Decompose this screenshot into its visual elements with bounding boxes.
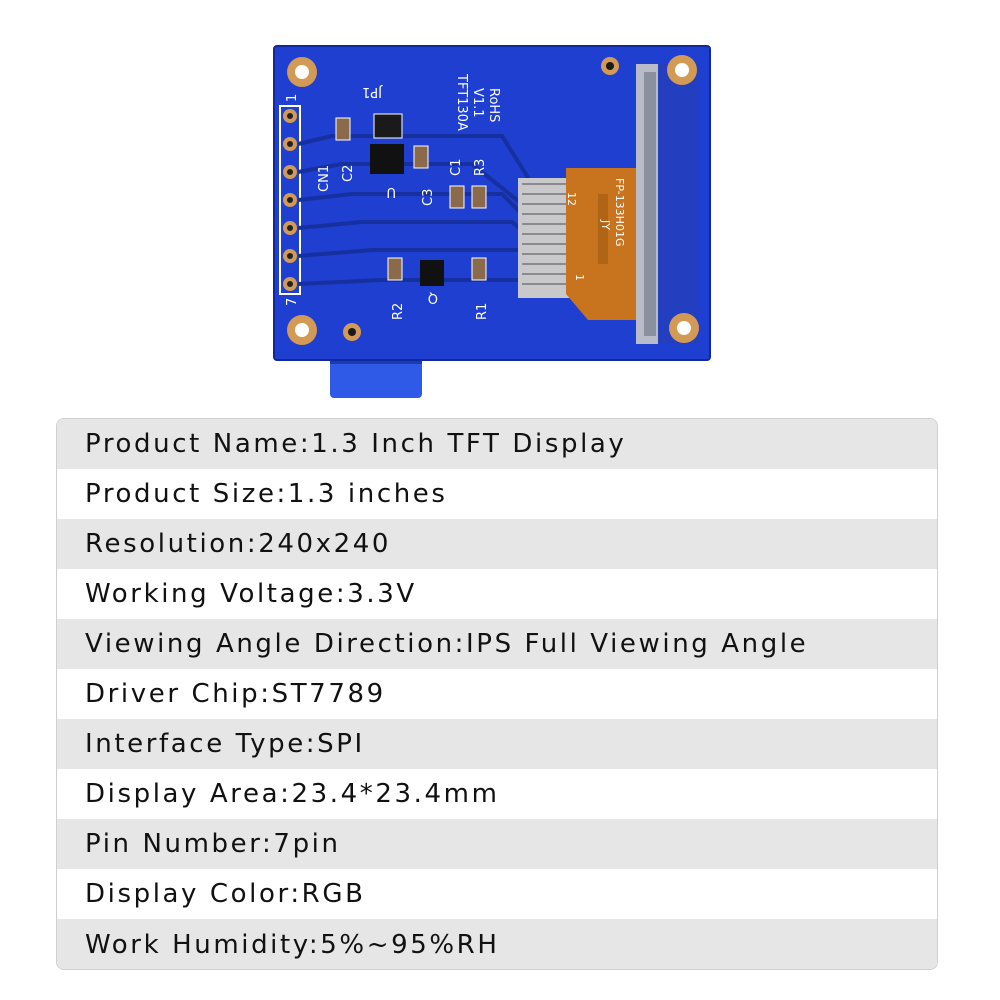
spec-table: Product Name:1.3 Inch TFT Display Produc… [56, 418, 938, 970]
spec-row-driver-chip: Driver Chip:ST7789 [57, 669, 937, 719]
compliance-label: RoHS [486, 88, 501, 122]
product-image: TFT130A V1.1 RoHS CN1 JP1 1 7 C2 C3 C1 R… [272, 44, 712, 404]
spec-row-work-humidity: Work Humidity:5%~95%RH [57, 919, 937, 969]
spec-row-working-voltage: Working Voltage:3.3V [57, 569, 937, 619]
flex-sub-label: JY [599, 219, 612, 230]
part-label: C2 [341, 165, 356, 182]
spec-row-interface-type: Interface Type:SPI [57, 719, 937, 769]
part-label: R3 [473, 159, 488, 176]
flex-model-label: FP-133H01G [613, 178, 626, 246]
spec-row-resolution: Resolution:240x240 [57, 519, 937, 569]
pin-one-label: 1 [285, 94, 300, 102]
spec-row-pin-number: Pin Number:7pin [57, 819, 937, 869]
part-label: R2 [391, 303, 406, 320]
pin-header [279, 105, 301, 295]
pin-seven-label: 7 [285, 298, 300, 306]
flex-cable [518, 168, 636, 320]
spec-row-display-area: Display Area:23.4*23.4mm [57, 769, 937, 819]
jumper-label: JP1 [362, 84, 383, 99]
flex-pin-label: 12 [565, 192, 578, 206]
tft-display-board: TFT130A V1.1 RoHS CN1 JP1 1 7 C2 C3 C1 R… [273, 45, 711, 398]
connector-label: CN1 [317, 165, 332, 192]
part-label: R1 [475, 303, 490, 320]
part-label: C1 [449, 159, 464, 176]
foam-pad [330, 356, 422, 398]
part-label: U [386, 184, 396, 199]
spec-row-display-color: Display Color:RGB [57, 869, 937, 919]
part-label: C3 [421, 189, 436, 206]
spec-row-product-size: Product Size:1.3 inches [57, 469, 937, 519]
flex-pin-label: 1 [573, 274, 586, 281]
spec-row-viewing-angle: Viewing Angle Direction:IPS Full Viewing… [57, 619, 937, 669]
version-label: V1.1 [470, 88, 485, 118]
part-label: Q [428, 290, 438, 305]
spec-row-product-name: Product Name:1.3 Inch TFT Display [57, 419, 937, 469]
model-label: TFT130A [454, 73, 469, 131]
mounting-hole [287, 55, 699, 345]
